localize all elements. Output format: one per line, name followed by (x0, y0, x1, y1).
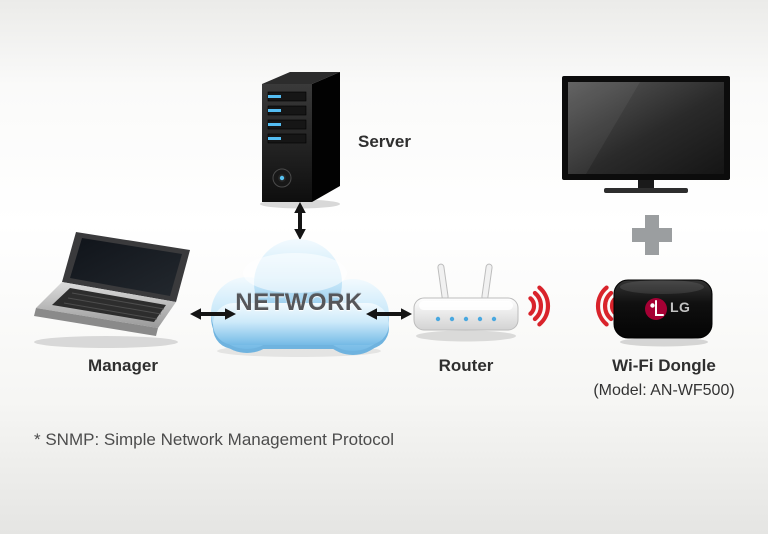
cloud-icon (211, 239, 389, 357)
router-icon (410, 262, 522, 356)
dongle-label: Wi-Fi Dongle (612, 356, 716, 375)
snmp-footnote: * SNMP: Simple Network Management Protoc… (34, 430, 394, 449)
lg-logo-text: LG (670, 299, 691, 315)
double-arrow-right-icon (366, 306, 412, 322)
network-label: NETWORK (235, 289, 363, 316)
network-cloud: NETWORK (203, 233, 395, 359)
usb-dongle-icon: LG (612, 270, 716, 348)
manager-label: Manager (88, 356, 158, 375)
server-label: Server (358, 132, 411, 151)
laptop-icon (28, 228, 206, 352)
double-arrow-vertical-icon (292, 202, 308, 240)
wifi-waves-left-icon (524, 278, 560, 334)
server-tower-icon (252, 70, 352, 210)
plus-icon (629, 212, 675, 258)
double-arrow-left-icon (190, 306, 236, 322)
tv-display-icon (562, 76, 732, 204)
dongle-model-label: (Model: AN-WF500) (593, 382, 735, 399)
router-label: Router (438, 356, 494, 375)
